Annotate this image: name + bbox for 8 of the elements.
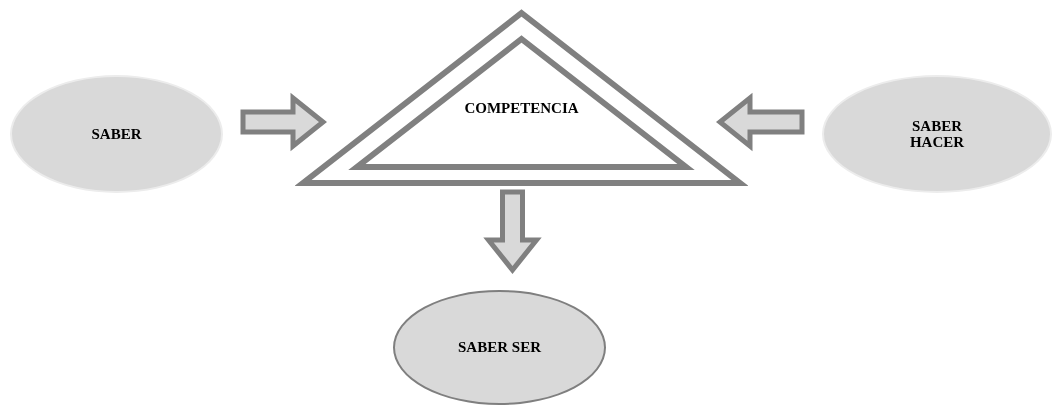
node-label: SABER SER <box>458 339 541 356</box>
block-arrow <box>483 189 542 274</box>
node-label: SABER HACER <box>908 117 966 151</box>
triangle-shape <box>295 8 748 187</box>
block-arrow <box>716 92 805 152</box>
block-arrow <box>240 92 327 152</box>
node-label: SABER <box>91 125 142 143</box>
node-label: COMPETENCIA <box>464 100 579 117</box>
